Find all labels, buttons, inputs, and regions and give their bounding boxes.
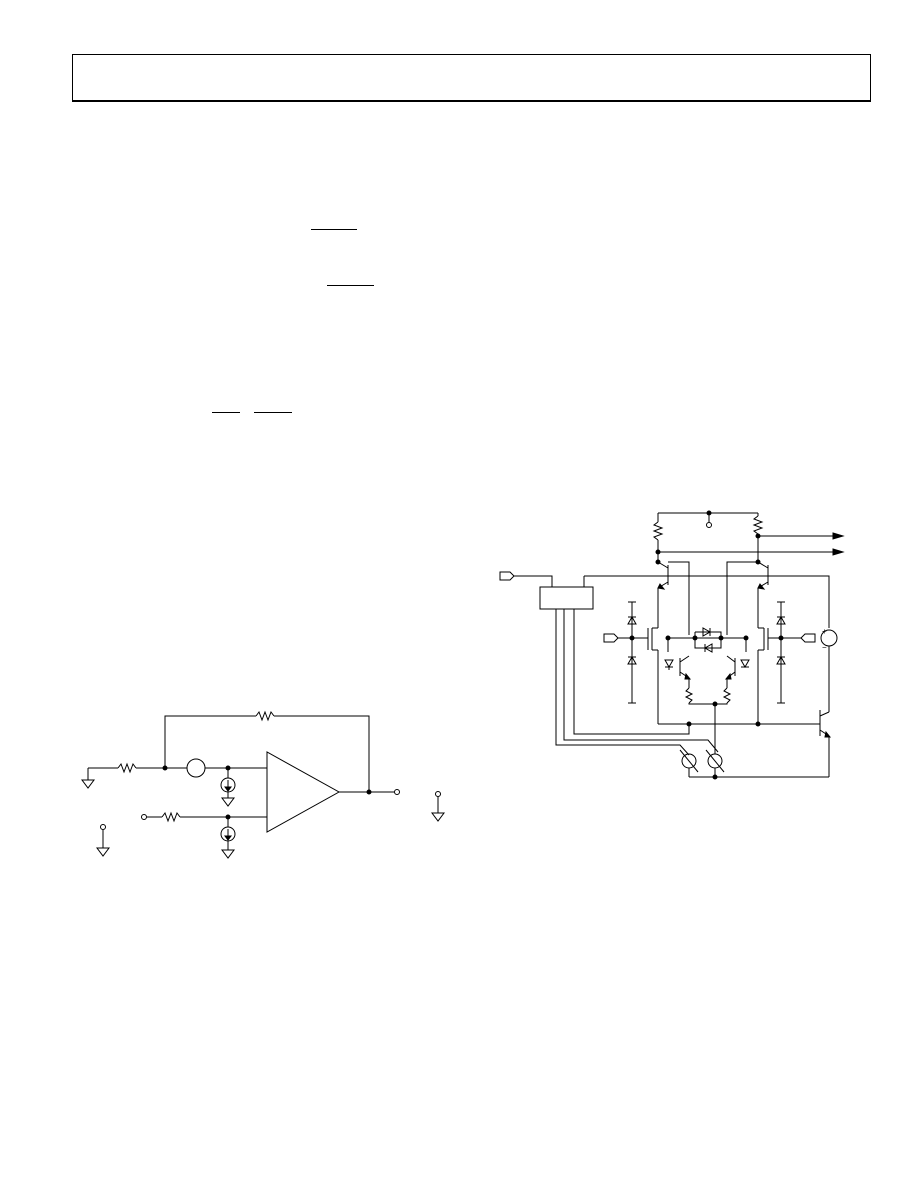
output-terminal [394, 789, 400, 795]
output-arrow-2 [832, 548, 845, 556]
supply-terminal-left [100, 824, 106, 830]
anti-parallel-diode-1 [702, 627, 712, 637]
clamp-diode-left-1 [627, 615, 637, 625]
fraction-bar-2 [327, 285, 374, 286]
load-resistor-left [652, 521, 664, 541]
feedback-resistor [255, 710, 275, 722]
anti-parallel-diode-2 [703, 643, 713, 653]
ground-symbol-2 [221, 797, 235, 807]
input-resistor-noninverting [161, 811, 181, 823]
input-port-left [603, 633, 619, 643]
polarity-minus: − [822, 643, 827, 652]
emitter-resistor-left [684, 687, 694, 704]
input-resistor-inverting [117, 762, 137, 774]
polarity-plus: + [822, 627, 827, 636]
page-header-box [72, 54, 871, 102]
input-port-right [800, 633, 816, 643]
fraction-bar-1 [311, 229, 357, 230]
feedback-wire [164, 715, 256, 768]
op-amp-feedback-circuit [81, 710, 445, 859]
output-arrow-1 [832, 532, 845, 540]
base-diode-right [740, 659, 750, 669]
clamp-diode-right-1 [776, 615, 786, 625]
feedback-wire-right [274, 715, 370, 792]
base-diode-left [664, 659, 674, 669]
clamp-diode-right-2 [776, 655, 786, 665]
input-stage-simplified-schematic: + − [499, 510, 845, 780]
ground-symbol-3 [221, 849, 235, 859]
ground-symbol-5 [431, 812, 445, 822]
ground-symbol-1 [81, 779, 95, 789]
fraction-bar-3a [212, 412, 240, 413]
ground-symbol-4 [96, 847, 110, 857]
emitter-resistor-right [722, 687, 732, 704]
clamp-diode-left-2 [627, 655, 637, 665]
supply-terminal-right [435, 791, 441, 797]
voltage-source-offset [186, 758, 206, 778]
input-terminal-noninverting [141, 814, 147, 820]
fraction-bar-3b [254, 412, 292, 413]
load-resistor-right [752, 515, 764, 535]
control-block [539, 586, 594, 610]
op-amp-triangle [266, 751, 341, 833]
supply-node [706, 522, 712, 528]
input-port-top [499, 571, 515, 581]
